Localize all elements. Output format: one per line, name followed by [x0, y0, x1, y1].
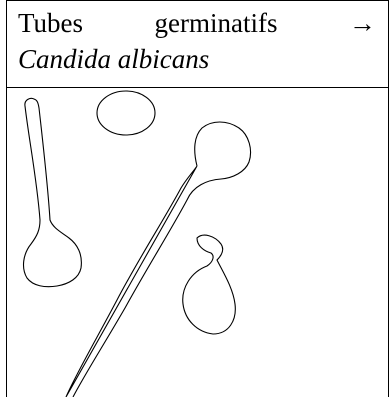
cell-drawing — [7, 88, 387, 397]
germ-tube-left-outline — [24, 98, 82, 286]
caption-line-1: Tubes germinatifs → — [18, 7, 376, 39]
germ-tube-small-outline — [183, 235, 236, 334]
figure-frame: Tubes germinatifs → Candida albicans — [6, 0, 389, 397]
caption-word-germinatifs: germinatifs — [155, 7, 278, 39]
caption-word-tubes: Tubes — [18, 7, 83, 39]
blastospore-outline — [97, 91, 155, 135]
germ-tube-long-outline — [66, 122, 251, 397]
caption-species: Candida albicans — [18, 43, 209, 75]
arrow-icon: → — [349, 7, 376, 39]
figure-caption: Tubes germinatifs → Candida albicans — [7, 0, 388, 88]
cell-drawing-svg — [7, 88, 387, 397]
